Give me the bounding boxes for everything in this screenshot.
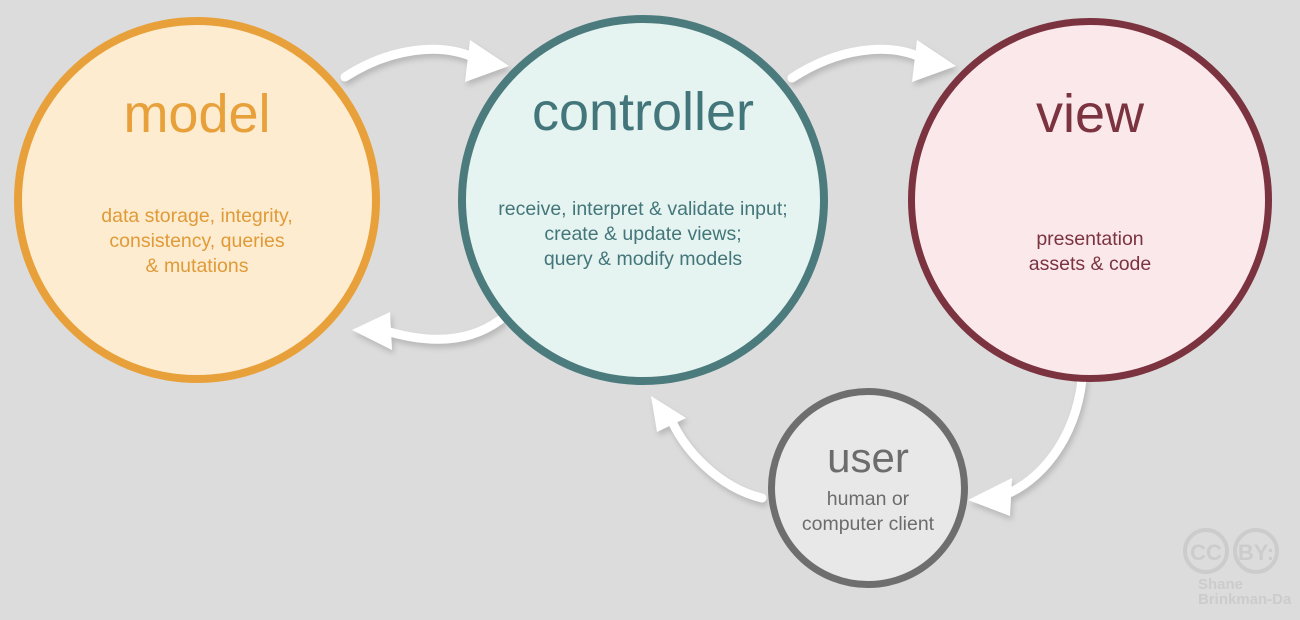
author-name-line2: Brinkman-Davis — [1198, 591, 1292, 607]
node-view-description: presentation assets & code — [1028, 228, 1152, 275]
arrow-model-to-controller — [340, 40, 509, 82]
node-model[interactable]: model data storage, integrity, consisten… — [14, 17, 380, 383]
cc-label: CC — [1190, 540, 1222, 565]
node-view[interactable]: view presentation assets & code — [908, 18, 1272, 382]
node-controller-title: controller — [531, 82, 755, 142]
node-user-title: user — [827, 434, 909, 481]
arrow-user-to-controller — [651, 396, 767, 503]
node-view-title: view — [1035, 84, 1145, 144]
arrow-view-to-user — [968, 375, 1087, 516]
arrow-controller-to-model — [352, 312, 505, 350]
by-license-icon: BY: — [1233, 528, 1279, 574]
node-model-description: data storage, integrity, consistency, qu… — [101, 205, 293, 277]
creative-commons-attribution: CC BY: Shane Brinkman-Davis — [1180, 527, 1292, 607]
node-user[interactable]: user human or computer client — [768, 388, 968, 588]
arrow-controller-to-view — [787, 40, 956, 83]
cc-license-icon: CC — [1183, 528, 1229, 574]
node-controller[interactable]: controller receive, interpret & validate… — [458, 15, 828, 385]
by-label: BY: — [1238, 540, 1274, 565]
author-name-line1: Shane — [1198, 576, 1243, 593]
node-user-description: human or computer client — [801, 488, 935, 535]
node-model-title: model — [123, 84, 271, 144]
node-controller-description: receive, interpret & validate input; cre… — [498, 198, 788, 270]
